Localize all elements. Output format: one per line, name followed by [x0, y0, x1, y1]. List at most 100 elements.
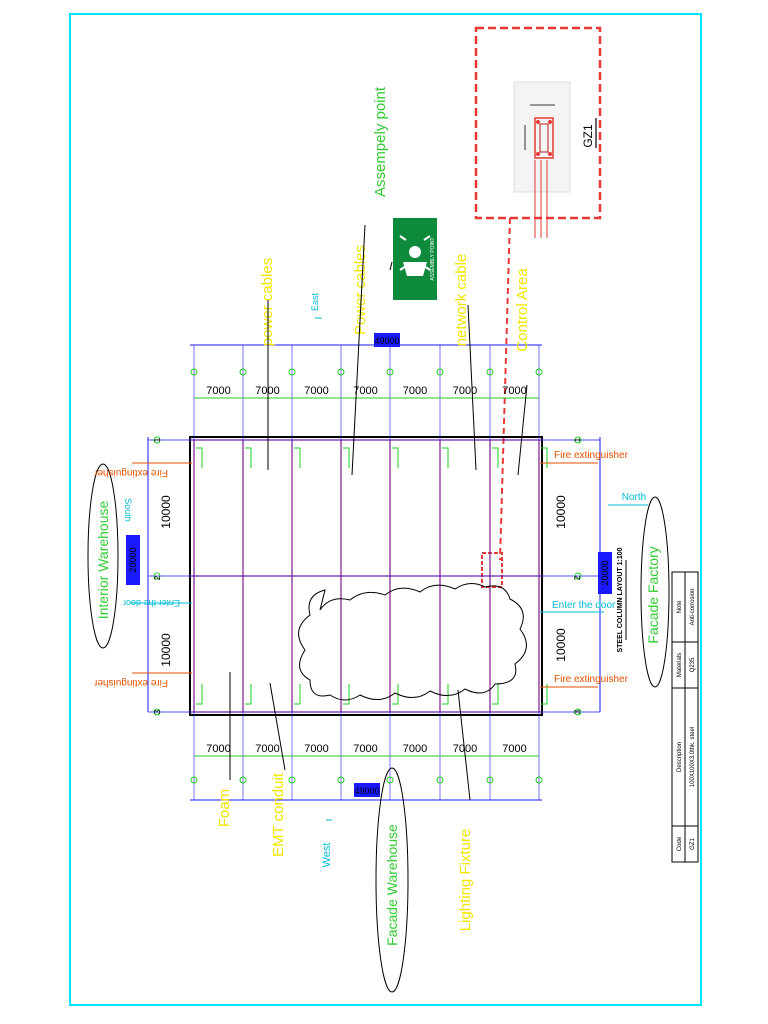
total-length-badge-top [374, 333, 400, 347]
column-marker [245, 447, 252, 468]
column-marker [541, 447, 548, 468]
total-width-badge-right [598, 552, 612, 594]
table-cell-note: Anti-corrosion [690, 588, 696, 625]
column-marker [245, 684, 252, 705]
fire-ext-left-bottom: Fire extinguisher [93, 677, 168, 688]
bay-dimension-bottom: 7000 [255, 743, 279, 755]
drawing-border [69, 13, 702, 1006]
grid-bubble-bottom [337, 776, 345, 784]
grid-lines [147, 344, 601, 801]
detail-column-sheet [513, 81, 571, 193]
bay-dimension-bottom: 7000 [502, 743, 526, 755]
emt-conduit-label: EMT conduit [270, 772, 287, 857]
grid-bubble-top [288, 368, 296, 376]
total-width-right: 20000 [600, 560, 610, 585]
column-marker [343, 447, 350, 468]
interior-warehouse-label: Interior Warehouse [95, 501, 111, 620]
materials-table [671, 571, 699, 863]
column-marker [196, 684, 203, 705]
table-cell-description: 100X100X3.0thk. steel [690, 727, 696, 787]
power-cables-label-2: Power cables [352, 245, 369, 335]
column-marker [294, 684, 301, 705]
total-length-bottom: 49000 [354, 786, 379, 796]
bay-dimension-top: 7000 [206, 385, 230, 397]
grid-bubble-top [190, 368, 198, 376]
column-marker [442, 684, 449, 705]
facade-factory-cloud [640, 496, 670, 688]
column-marker [196, 447, 203, 468]
grid-bubble-left [153, 436, 161, 444]
grid-number-2-left: 2 [153, 575, 162, 580]
assembly-sign-caption: ASSEMBLY POINT [430, 237, 436, 280]
table-cell-code: GZ1 [690, 838, 696, 850]
grid-bubble-top [386, 368, 394, 376]
label-leader-lines [229, 224, 528, 801]
column-marker [541, 684, 548, 705]
column-marker [392, 447, 399, 468]
grid-bubble-bottom [288, 776, 296, 784]
column-marker [343, 684, 350, 705]
grid-bubble-left [153, 572, 161, 580]
detail-box [474, 26, 602, 220]
total-length-top: 49000 [374, 336, 399, 346]
column-marker [392, 684, 399, 705]
interior-warehouse-cloud [87, 463, 119, 649]
column-marker [492, 447, 499, 468]
grid-bubble-right [574, 572, 582, 580]
grid-bubble-top [239, 368, 247, 376]
steel-column-layout-title: STEEL COLUMN LAYOUT 1:100 [617, 547, 624, 652]
fire-ext-right-bottom: Fire extinguisher [554, 674, 629, 685]
network-cable-label: network cable [453, 254, 470, 347]
compass-south: South [123, 498, 133, 522]
grid-bubble-top [436, 368, 444, 376]
detail-highlight-box [481, 552, 503, 588]
grid-number-3-right: 3 [573, 709, 582, 714]
bay-dimension-bottom: 7000 [206, 743, 230, 755]
bay-dimension-top: 7000 [403, 385, 427, 397]
grid-number-3-left: 3 [153, 709, 162, 714]
total-width-left: 20000 [128, 547, 138, 572]
bay-dimension-top: 7000 [304, 385, 328, 397]
assembly-point-label: Assempely point [372, 86, 389, 197]
table-header-description: Description [677, 742, 683, 772]
grid-bubble-left [153, 708, 161, 716]
grid-bubble-bottom [436, 776, 444, 784]
bay-dimension-bottom: 7000 [403, 743, 427, 755]
lighting-fixture-label: Lighting Fixture [457, 829, 474, 932]
grid-bubble-bottom [486, 776, 494, 784]
column-marker [294, 447, 301, 468]
span-dim-left-upper: 10000 [159, 495, 173, 529]
column-markers [153, 368, 582, 784]
table-cell-materials: Q235 [690, 657, 696, 672]
detail-leader-line [499, 217, 511, 561]
facade-factory-label: Facade Factory [645, 546, 661, 643]
assembly-point-sign [393, 218, 437, 300]
grid-bubble-bottom [386, 776, 394, 784]
fire-ext-left-top: Fire extinguisher [93, 467, 168, 478]
grid-bubble-bottom [239, 776, 247, 784]
grid-bubble-right [574, 436, 582, 444]
total-length-badge-bottom [354, 783, 380, 797]
facade-warehouse-label: Facade Warehouse [384, 824, 400, 946]
grid-bubble-top [337, 368, 345, 376]
column-marker [492, 684, 499, 705]
column-section-detail [524, 104, 555, 238]
table-header-code: Code [677, 836, 683, 851]
span-dim-right-lower: 10000 [554, 628, 568, 662]
bay-dimension-bottom: 7000 [453, 743, 477, 755]
grid-number-1-left: 1 [153, 437, 162, 442]
table-header-materials: Materials [677, 653, 683, 677]
gz1-detail-label: GZ1 [581, 124, 595, 148]
fire-ext-right-top: Fire extinguisher [554, 450, 629, 461]
grid-bubble-bottom [535, 776, 543, 784]
grid-bubble-right [574, 708, 582, 716]
bay-dimension-top: 7000 [353, 385, 377, 397]
bay-dimension-bottom: 7000 [353, 743, 377, 755]
compass-east: East [310, 292, 320, 311]
compass-west: West [321, 843, 333, 868]
facade-warehouse-cloud [375, 767, 409, 993]
grid-number-2-right: 2 [573, 575, 582, 580]
